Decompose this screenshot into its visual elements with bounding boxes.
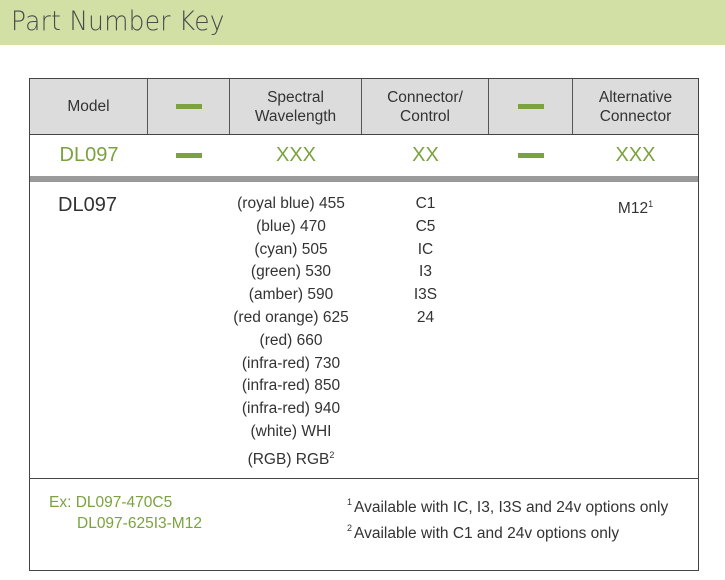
body-model: DL097 — [58, 194, 117, 216]
example-line-2: DL097-625I3-M12 — [49, 513, 202, 534]
footnote-marker: 1 — [347, 497, 353, 507]
wavelength-item: (infra-red) 730 — [241, 354, 341, 372]
header-alt-line1: Alternative — [598, 88, 673, 106]
footnote-marker: 2 — [329, 449, 335, 460]
connector-item: IC — [417, 240, 434, 258]
alt-connector-item: M121 — [573, 193, 698, 221]
header-connector-line2: Control — [400, 107, 450, 125]
header-connector-line1: Connector/ — [387, 88, 463, 106]
title-bar: Part Number Key — [0, 0, 725, 45]
alt-connector-list: M121 — [573, 193, 698, 221]
footnote-marker: 1 — [648, 199, 654, 209]
examples-label: Ex: — [49, 494, 72, 511]
header-alternative-connector: Alternative Connector — [573, 79, 698, 134]
header-model: Model — [30, 79, 148, 134]
page-title: Part Number Key — [11, 6, 225, 37]
wavelength-item: (white) WHI — [250, 422, 332, 440]
footnote-text: Available with C1 and 24v options only — [354, 525, 620, 542]
format-alt-connector: XXX — [615, 144, 656, 166]
section-divider — [30, 176, 698, 182]
connector-list: C1 C5 IC I3 I3S 24 — [362, 193, 489, 330]
wavelength-item: (green) 530 — [250, 263, 332, 281]
example-line-1: Ex: DL097-470C5 — [49, 492, 202, 513]
wavelength-item: (red orange) 625 — [233, 308, 349, 326]
footnote-marker: 2 — [347, 523, 353, 533]
connector-item: C1 — [415, 195, 436, 212]
format-wavelength: XXX — [275, 144, 317, 166]
format-row: DL097 XXX XX XXX — [30, 135, 698, 176]
wavelength-item: (blue) 470 — [256, 217, 326, 235]
table-header: Model Spectral Wavelength Connector/ Con… — [30, 79, 698, 135]
alt-connector-text: M12 — [617, 200, 649, 217]
part-number-table: Model Spectral Wavelength Connector/ Con… — [29, 78, 699, 571]
wavelength-list: (royal blue) 455 (blue) 470 (cyan) 505 (… — [225, 193, 357, 472]
dash-icon — [176, 153, 202, 158]
connector-item: I3 — [419, 263, 432, 281]
wavelength-item: (infra-red) 850 — [241, 377, 341, 395]
wavelength-item: (royal blue) 455 — [237, 195, 345, 212]
header-connector-control: Connector/ Control — [362, 79, 489, 134]
example-part-number: DL097-625I3-M12 — [77, 515, 202, 532]
wavelength-item: (RGB) RGB2 — [225, 444, 357, 472]
dash-icon — [175, 104, 202, 109]
wavelength-item: (cyan) 505 — [254, 240, 328, 258]
header-wavelength-line1: Spectral — [267, 88, 324, 106]
header-spectral-wavelength: Spectral Wavelength — [230, 79, 362, 134]
connector-item: 24 — [416, 308, 435, 326]
footer-divider — [30, 478, 698, 479]
format-separator-1 — [148, 135, 230, 176]
header-alt-line2: Connector — [599, 107, 672, 125]
wavelength-item: (red) 660 — [259, 331, 323, 349]
example-part-number: DL097-470C5 — [75, 494, 173, 511]
header-model-label: Model — [67, 98, 110, 115]
dash-icon — [517, 104, 544, 109]
examples: Ex: DL097-470C5 DL097-625I3-M12 — [49, 492, 202, 534]
format-connector: XX — [412, 144, 439, 166]
format-separator-2 — [489, 135, 573, 176]
dash-icon — [518, 153, 544, 158]
header-wavelength-line2: Wavelength — [254, 107, 337, 125]
format-model: DL097 — [59, 144, 119, 166]
connector-item: I3S — [413, 286, 438, 304]
wavelength-item: (amber) 590 — [248, 286, 334, 304]
header-separator-1 — [148, 79, 230, 134]
wavelength-item: (infra-red) 940 — [241, 400, 341, 418]
footnote-text: Available with IC, I3, I3S and 24v optio… — [354, 499, 669, 516]
connector-item: C5 — [415, 217, 436, 235]
header-separator-2 — [489, 79, 573, 134]
wavelength-item-text: (RGB) RGB — [247, 450, 330, 468]
